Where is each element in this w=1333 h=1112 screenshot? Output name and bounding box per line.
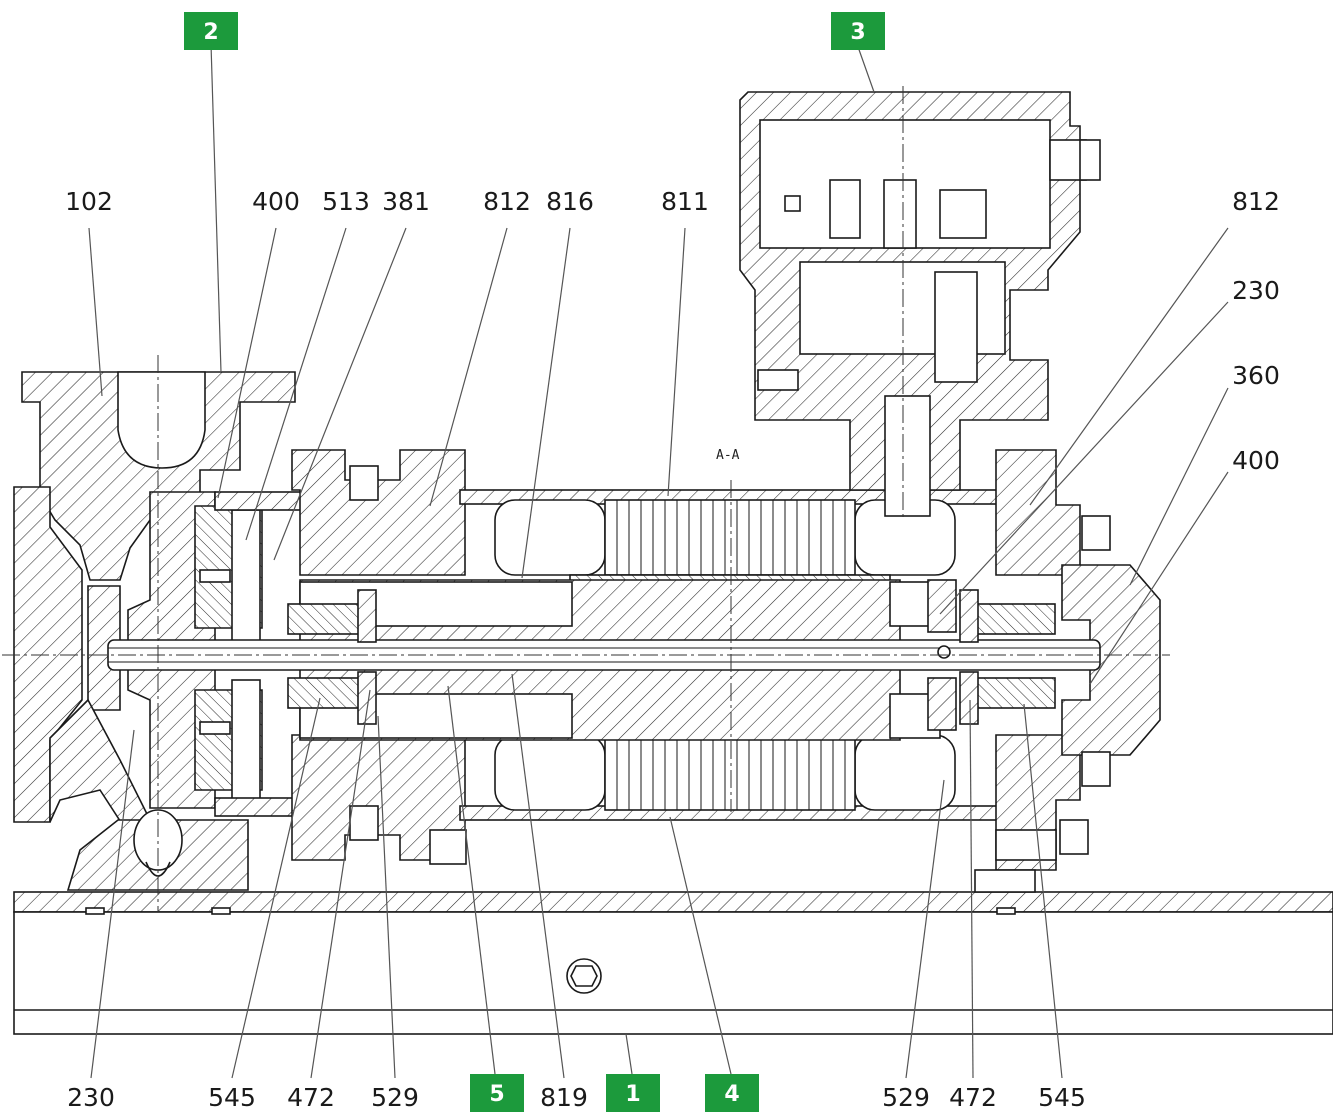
label-812-left: 812 [483, 187, 531, 216]
label-472-left: 472 [287, 1083, 335, 1112]
badge-5: 5 [470, 1074, 524, 1112]
part-number-labels: 102 400 513 381 812 816 811 812 230 360 … [65, 187, 1280, 1112]
badge-2: 2 [184, 12, 238, 50]
leader-lines [88, 43, 1229, 1079]
label-360: 360 [1232, 361, 1280, 390]
svg-text:1: 1 [625, 1082, 640, 1107]
electronics-module [739, 91, 1101, 517]
label-811: 811 [661, 187, 709, 216]
motor-housing [291, 449, 1161, 871]
label-812-right: 812 [1232, 187, 1280, 216]
badge-1: 1 [606, 1074, 660, 1112]
svg-text:2: 2 [203, 20, 218, 45]
label-545-left: 545 [208, 1083, 256, 1112]
svg-text:5: 5 [489, 1082, 504, 1107]
label-529-left: 529 [371, 1083, 419, 1112]
label-472-right: 472 [949, 1083, 997, 1112]
label-545-right: 545 [1038, 1083, 1086, 1112]
svg-text:4: 4 [724, 1082, 739, 1107]
assembly-badges: 2 3 5 1 4 [184, 12, 885, 1112]
bolts [349, 465, 1111, 893]
label-400-top: 400 [252, 187, 300, 216]
label-529-right: 529 [882, 1083, 930, 1112]
base-frame [13, 891, 1333, 1035]
label-816: 816 [546, 187, 594, 216]
label-230-bottom: 230 [67, 1083, 115, 1112]
label-381: 381 [382, 187, 430, 216]
badge-3: 3 [831, 12, 885, 50]
label-513: 513 [322, 187, 370, 216]
label-102: 102 [65, 187, 113, 216]
svg-text:3: 3 [850, 20, 865, 45]
section-label: A-A [716, 448, 740, 463]
center-lines [2, 86, 1170, 912]
label-230-top: 230 [1232, 276, 1280, 305]
bearings [287, 579, 1056, 731]
badge-4: 4 [705, 1074, 759, 1112]
label-819: 819 [540, 1083, 588, 1112]
label-400-right: 400 [1232, 446, 1280, 475]
